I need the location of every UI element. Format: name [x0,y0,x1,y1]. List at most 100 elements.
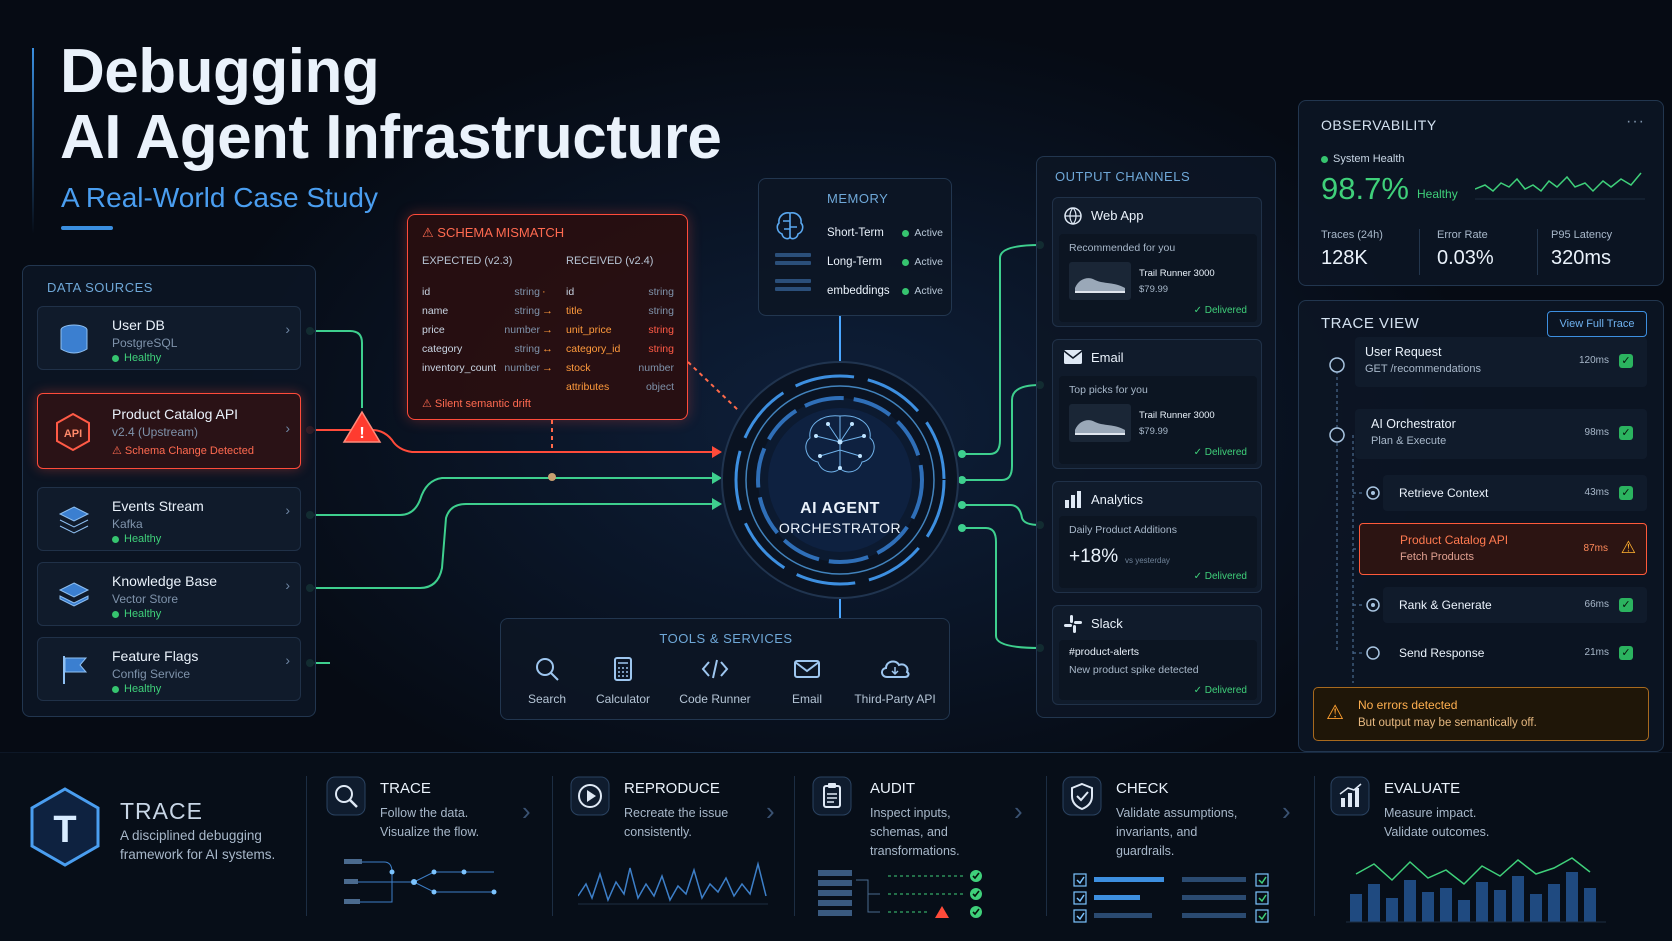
channel-preview: #product-alerts New product spike detect… [1059,640,1257,700]
analytics-note: vs yesterday [1125,556,1170,565]
cloud-icon [881,660,910,678]
step-trace[interactable]: TRACE Follow the data. Visualize the flo… [320,772,550,932]
metric-value: 320ms [1551,247,1612,269]
status-dot [112,610,119,618]
check-badge-icon: ✓ [1619,426,1633,440]
source-knowledge-base[interactable]: Knowledge Base Vector Store Healthy › [37,562,301,626]
schema-mismatch-panel: ⚠ SCHEMA MISMATCH EXPECTED (v2.3) RECEIV… [407,214,688,420]
database-icon [58,323,90,360]
preview-title: Recommended for you [1069,242,1176,254]
trace-span-send-response[interactable]: Send Response 21ms ✓ [1383,635,1647,671]
checklist-illustration [1073,873,1269,923]
step-divider [1314,776,1315,916]
tool-code-runner[interactable]: Code Runner [665,655,765,706]
step-line: Recreate the issue [624,806,729,820]
trace-span-product-catalog[interactable]: Product Catalog API Fetch Products 87ms … [1359,523,1647,575]
step-line: transformations. [870,844,960,858]
analytics-value: +18% [1069,546,1119,567]
step-line: Visualize the flow. [380,825,480,839]
tool-label: Calculator [595,692,651,706]
channel-slack[interactable]: Slack #product-alerts New product spike … [1052,605,1262,705]
span-time: 98ms [1584,427,1609,438]
step-evaluate[interactable]: EVALUATE Measure impact. Validate outcom… [1328,772,1658,932]
product-price: $79.99 [1139,284,1169,295]
clipboard-icon [812,776,852,821]
source-feature-flags[interactable]: Feature Flags Config Service Healthy › [37,637,301,701]
slack-icon [1063,614,1083,639]
tool-search[interactable]: Search [513,655,581,706]
more-menu-icon[interactable]: ··· [1626,113,1645,130]
span-time: 66ms [1584,599,1609,610]
shield-check-icon [1062,776,1102,821]
subtitle-underline [61,226,113,230]
metric-label: P95 Latency [1551,229,1613,241]
flag-icon [60,654,90,691]
trace-span-rank-generate[interactable]: Rank & Generate 66ms ✓ [1383,587,1647,623]
step-check[interactable]: CHECK Validate assumptions, invariants, … [1060,772,1294,932]
memory-title: MEMORY [827,191,889,206]
step-line: schemas, and [870,825,948,839]
channel-web-app[interactable]: Web App Recommended for you Trail Runner… [1052,197,1262,327]
channel-name: Analytics [1091,492,1144,507]
status-dot [112,535,119,543]
trace-view-title: TRACE VIEW [1321,315,1420,332]
metric-error-rate: Error Rate 0.03% [1437,229,1537,270]
trace-span-orchestrator[interactable]: AI Orchestrator Plan & Execute 98ms ✓ [1355,409,1647,459]
line-schema-diag [687,361,739,411]
status-text: Healthy [124,533,162,545]
schema-footer-text: Silent semantic drift [434,398,531,410]
source-type: Kafka [112,517,143,531]
alert-sub: But output may be semantically off. [1358,717,1537,729]
step-reproduce[interactable]: REPRODUCE Recreate the issue consistentl… [566,772,792,932]
metric-divider [1419,229,1420,275]
trace-span-user-request[interactable]: User Request GET /recommendations 120ms … [1355,337,1647,387]
trace-logo-icon: T [28,786,102,873]
metric-label: Traces (24h) [1321,229,1383,241]
tool-label: Code Runner [679,692,751,706]
step-title: CHECK [1116,780,1169,797]
trace-span-retrieve-context[interactable]: Retrieve Context 43ms ✓ [1383,475,1647,511]
tool-email[interactable]: Email [773,655,841,706]
tool-label: Email [791,692,822,706]
source-status: Healthy [112,608,161,620]
orchestrator-label-line1: AI AGENT [800,500,880,517]
metric-label: Error Rate [1437,229,1488,241]
status-text: Healthy [124,608,162,620]
schema-title: ⚠ SCHEMA MISMATCH [422,225,564,241]
check-icon: ✓ [1193,571,1205,582]
line-out-email [962,384,1041,481]
channel-preview: Daily Product Additions +18% vs yesterda… [1059,516,1257,588]
delivery-status: ✓ Delivered [1193,305,1247,316]
channel-analytics[interactable]: Analytics Daily Product Additions +18% v… [1052,481,1262,593]
step-divider [794,776,795,916]
chevron-right-icon: › [285,420,290,436]
view-full-trace-button[interactable]: View Full Trace [1547,311,1647,337]
span-time: 43ms [1584,487,1609,498]
product-name: Trail Runner 3000 [1139,268,1215,279]
page-title-line2: AI Agent Infrastructure [60,103,722,172]
orchestrator-hub[interactable]: AI AGENT ORCHESTRATOR [718,358,962,602]
warning-triangle-icon: ⚠ [1620,538,1636,557]
line-catalog [310,429,712,453]
warning-icon: ⚠ [422,225,438,240]
span-sub: Fetch Products [1400,551,1474,563]
stack-icon [58,579,90,616]
tools-title: TOOLS & SERVICES [659,631,793,646]
source-product-catalog[interactable]: API Product Catalog API v2.4 (Upstream) … [37,393,301,469]
span-name: AI Orchestrator [1371,417,1456,431]
line-userdb [310,330,363,408]
health-value: 98.7% [1321,171,1409,206]
line-out-slack [962,527,1041,649]
step-audit[interactable]: AUDIT Inspect inputs, schemas, and trans… [808,772,1044,932]
channel-email[interactable]: Email Top picks for you Trail Runner 300… [1052,339,1262,469]
source-events-stream[interactable]: Events Stream Kafka Healthy › [37,487,301,551]
source-user-db[interactable]: User DB PostgreSQL Healthy › [37,306,301,370]
tool-third-party-api[interactable]: Third-Party API [845,655,945,706]
tool-calculator[interactable]: Calculator [589,655,657,706]
shoe-image [1069,404,1131,442]
tools-panel: TOOLS & SERVICES Search Calculator Code … [500,618,950,720]
